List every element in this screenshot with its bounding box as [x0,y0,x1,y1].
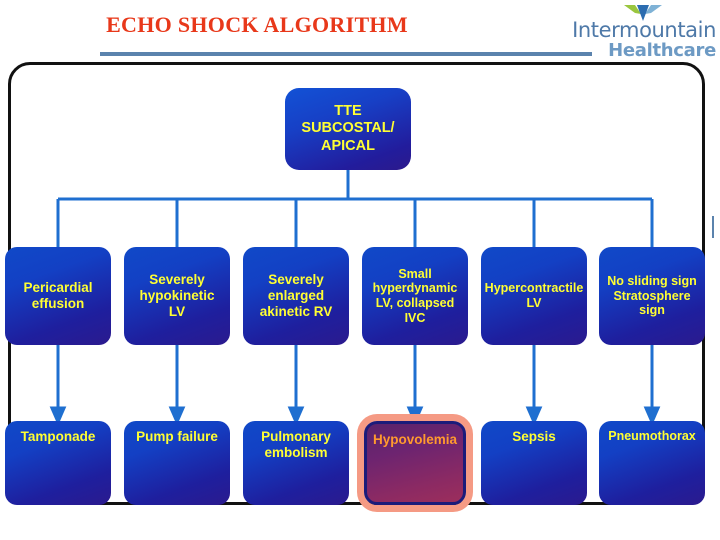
node-severely-enlarged-akinetic-rv[interactable]: Severely enlarged akinetic RV [243,247,349,345]
node-pump-failure[interactable]: Pump failure [124,421,230,505]
node-line: enlarged [267,288,325,304]
node-line: TTE [334,103,362,120]
node-line: LV, collapsed [375,296,455,310]
node-line: embolism [264,444,328,460]
node-line: effusion [31,296,85,311]
node-line: akinetic RV [259,303,333,319]
node-line: Severely [149,272,205,288]
node-line: LV [168,303,186,319]
node-tamponade[interactable]: Tamponade [5,421,111,505]
node-line: Pump failure [136,429,218,444]
node-line: hyperdynamic [372,281,458,296]
logo-wordmark-healthcare: Healthcare [608,40,716,61]
node-line: Tamponade [20,429,96,444]
node-line: Stratosphere [613,288,691,303]
logo-wordmark-intermountain: Intermountain [572,18,716,42]
node-tte-subcostal-apical[interactable]: TTE SUBCOSTAL/ APICAL [285,88,411,170]
node-line: Pulmonary [261,429,331,444]
node-line: Pericardial [23,280,93,296]
node-line: Hypercontractile [484,281,584,296]
intermountain-healthcare-logo: Intermountain Healthcare [566,4,716,61]
page-title: ECHO SHOCK ALGORITHM [106,12,408,37]
header-divider-rule [100,52,592,56]
node-pneumothorax[interactable]: Pneumothorax [599,421,705,505]
node-line: APICAL [321,137,375,154]
node-pulmonary-embolism[interactable]: Pulmonary embolism [243,421,349,505]
node-line: IVC [404,310,426,325]
node-line: Hypovolemia [372,432,458,447]
node-line: Pneumothorax [608,429,696,443]
page-header: ECHO SHOCK ALGORITHM Intermountain Healt… [0,0,720,61]
intermountain-peak-icon [622,4,664,22]
node-line: LV [526,296,542,310]
node-line: hypokinetic [139,288,215,304]
node-hypercontractile-lv[interactable]: Hypercontractile LV [481,247,587,345]
node-line: No sliding sign [607,273,697,288]
node-line: SUBCOSTAL/ [301,120,395,137]
edge-artifact-line [712,216,714,238]
node-sepsis[interactable]: Sepsis [481,421,587,505]
node-line: Sepsis [512,429,556,444]
node-pericardial-effusion[interactable]: Pericardial effusion [5,247,111,345]
node-small-hyperdynamic-lv-collapsed-ivc[interactable]: Small hyperdynamic LV, collapsed IVC [362,247,468,345]
node-line: Small [398,266,432,281]
node-line: Severely [268,272,324,288]
node-line: sign [639,303,665,318]
node-hypovolemia[interactable]: Hypovolemia [364,421,466,505]
node-no-sliding-sign-stratosphere-sign[interactable]: No sliding sign Stratosphere sign [599,247,705,345]
node-severely-hypokinetic-lv[interactable]: Severely hypokinetic LV [124,247,230,345]
